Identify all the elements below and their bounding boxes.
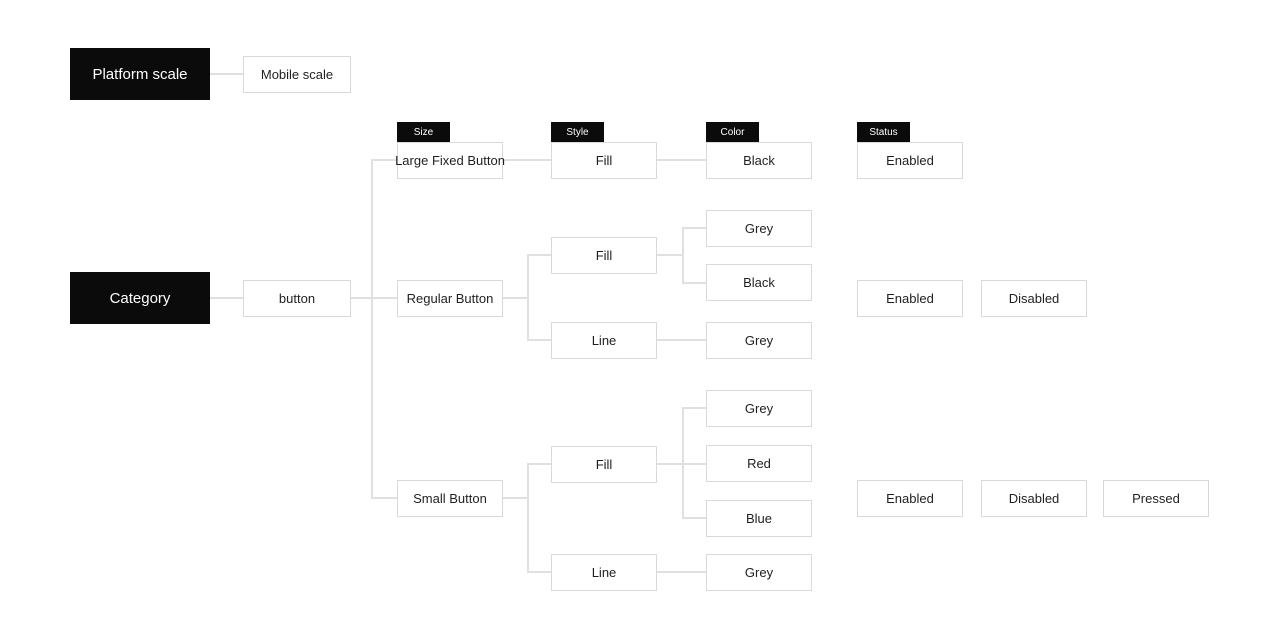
connector (682, 407, 684, 519)
connector (682, 282, 706, 284)
node-lfb-color-black[interactable]: Black (706, 142, 812, 179)
connector (351, 297, 397, 299)
connector (371, 497, 397, 499)
connector (682, 407, 706, 409)
connector (657, 571, 706, 573)
connector (210, 73, 243, 75)
node-platform-scale[interactable]: Platform scale (70, 48, 210, 100)
node-reg-status-enabled[interactable]: Enabled (857, 280, 963, 317)
node-small-status-disabled[interactable]: Disabled (981, 480, 1087, 517)
node-small-fill-blue[interactable]: Blue (706, 500, 812, 537)
node-large-fixed-button[interactable]: Large Fixed Button (395, 142, 505, 179)
node-small-fill-red[interactable]: Red (706, 445, 812, 482)
connector (682, 227, 706, 229)
connector (657, 159, 706, 161)
connector (527, 463, 529, 573)
connector (503, 297, 528, 299)
node-reg-style-line[interactable]: Line (551, 322, 657, 359)
connector (527, 463, 551, 465)
node-lfb-status-enabled[interactable]: Enabled (857, 142, 963, 179)
node-lfb-style-fill[interactable]: Fill (551, 142, 657, 179)
connector (503, 159, 551, 161)
node-mobile-scale[interactable]: Mobile scale (243, 56, 351, 93)
connector (527, 571, 551, 573)
connector (371, 159, 397, 161)
connector (657, 254, 683, 256)
node-small-fill-grey[interactable]: Grey (706, 390, 812, 427)
node-reg-style-fill[interactable]: Fill (551, 237, 657, 274)
node-small-status-enabled[interactable]: Enabled (857, 480, 963, 517)
connector (682, 227, 684, 284)
connector (527, 254, 529, 341)
connector (210, 297, 243, 299)
connector (682, 517, 706, 519)
node-reg-fill-grey[interactable]: Grey (706, 210, 812, 247)
node-button[interactable]: button (243, 280, 351, 317)
node-small-status-pressed[interactable]: Pressed (1103, 480, 1209, 517)
node-small-button[interactable]: Small Button (397, 480, 503, 517)
connector (657, 339, 706, 341)
node-reg-line-grey[interactable]: Grey (706, 322, 812, 359)
node-small-style-fill[interactable]: Fill (551, 446, 657, 483)
node-small-line-grey[interactable]: Grey (706, 554, 812, 591)
column-header-status: Status (857, 122, 910, 142)
connector (503, 497, 528, 499)
column-header-size: Size (397, 122, 450, 142)
connector (371, 159, 373, 499)
node-reg-status-disabled[interactable]: Disabled (981, 280, 1087, 317)
node-reg-fill-black[interactable]: Black (706, 264, 812, 301)
connector (657, 463, 706, 465)
column-header-color: Color (706, 122, 759, 142)
node-category[interactable]: Category (70, 272, 210, 324)
column-header-style: Style (551, 122, 604, 142)
connector (527, 339, 551, 341)
connector (527, 254, 551, 256)
node-small-style-line[interactable]: Line (551, 554, 657, 591)
node-regular-button[interactable]: Regular Button (397, 280, 503, 317)
